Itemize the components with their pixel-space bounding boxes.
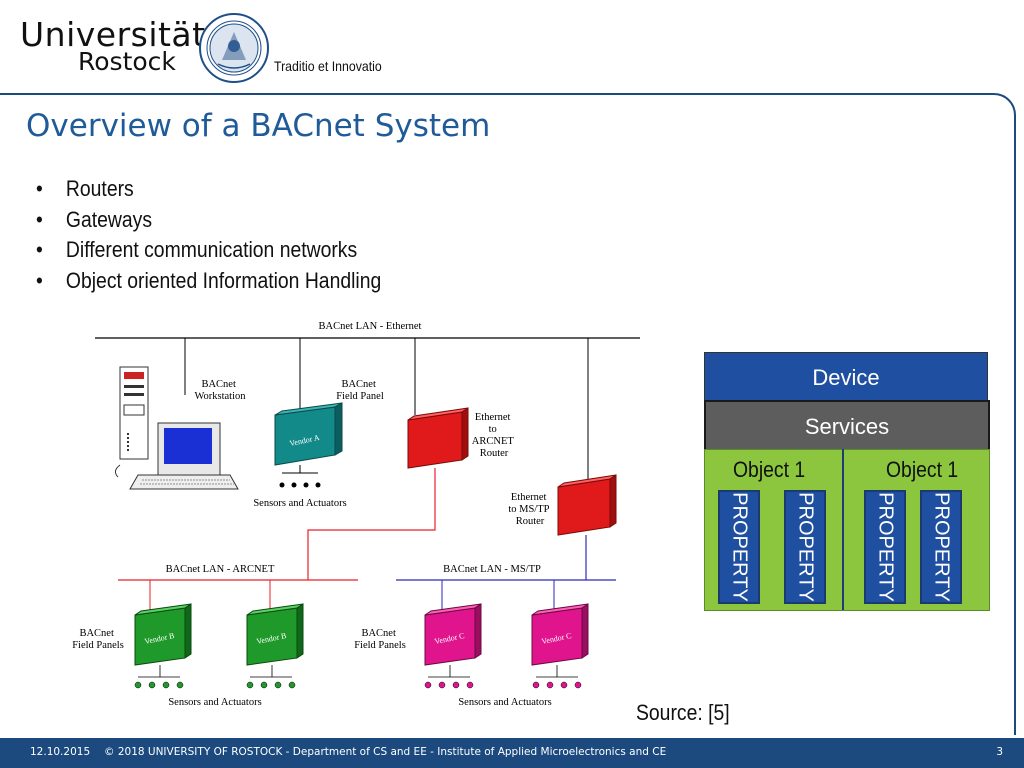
bullet-item: •Object oriented Information Handling [36, 267, 382, 293]
bullet-item: •Different communication networks [36, 237, 358, 262]
field-panels-right-label: BACnet Field Panels [354, 628, 406, 651]
vendor-c-panel-icon: Vendor C [531, 603, 589, 666]
sensor-dots-pink [424, 681, 582, 689]
router-mstp-label: Ethernet to MS/TP Router [508, 492, 551, 527]
page-number: 3 [996, 746, 1003, 758]
sensor-dots-top [279, 482, 321, 488]
ethernet-lan-label: BACnet LAN - Ethernet [319, 321, 422, 332]
bacnet-network-diagram: BACnet LAN - Ethernet BACnet Workstation… [72, 321, 640, 708]
sensor-bus-lines [138, 665, 578, 678]
slide-header: Universität Rostock Traditio et Innovati… [0, 0, 1024, 92]
vendor-c-panel-icon: Vendor C [424, 603, 482, 666]
property-box: PROPERTY [718, 490, 760, 604]
slide-footer: 12.10.2015 © 2018 UNIVERSITY OF ROSTOCK … [0, 738, 1024, 768]
slide-title: Overview of a BACnet System [26, 108, 491, 144]
footer-copyright: © 2018 UNIVERSITY OF ROSTOCK - Departmen… [104, 746, 667, 758]
bullet-list: •Routers •Gateways •Different communicat… [36, 174, 428, 296]
sensors-bottom-left-label: Sensors and Actuators [168, 697, 261, 708]
bullet-item: •Gateways [36, 206, 153, 232]
objects-divider [842, 449, 844, 610]
source-citation: Source: [5] [636, 700, 730, 725]
sensor-dots-green [134, 681, 296, 689]
workstation-icon [114, 366, 239, 490]
vendor-b-panel-icon: Vendor B [246, 603, 304, 666]
university-name: Universität [20, 15, 206, 54]
bullet-item: •Routers [36, 176, 134, 201]
property-box: PROPERTY [920, 490, 962, 604]
device-box: Device [704, 352, 988, 402]
mstp-lan-label: BACnet LAN - MS/TP [443, 564, 541, 575]
footer-date: 12.10.2015 [30, 746, 91, 758]
sensors-bottom-right-label: Sensors and Actuators [458, 697, 551, 708]
router-arcnet-icon [407, 407, 469, 469]
vendor-a-panel-icon: Vendor A [274, 402, 343, 466]
field-panel-top-label: BACnet Field Panel [336, 379, 384, 402]
field-panels-left-label: BACnet Field Panels [72, 628, 124, 651]
object-right-label: Object 1 [886, 457, 959, 482]
sensors-top-label: Sensors and Actuators [253, 498, 346, 509]
university-motto: Traditio et Innovatio [274, 58, 382, 74]
router-arcnet-label: Ethernet to ARCNET Router [472, 412, 516, 459]
property-box: PROPERTY [784, 490, 826, 604]
slide-frame [0, 93, 1016, 735]
workstation-label: BACnet Workstation [194, 379, 246, 402]
services-box: Services [704, 400, 990, 452]
router-mstp-icon [557, 474, 617, 536]
university-city: Rostock [78, 47, 176, 76]
property-box: PROPERTY [864, 490, 906, 604]
vendor-b-panel-icon: Vendor B [134, 603, 192, 666]
object-left-label: Object 1 [733, 457, 806, 482]
arcnet-lan-label: BACnet LAN - ARCNET [166, 564, 275, 575]
arcnet-uplink [307, 468, 436, 580]
university-seal-icon [199, 13, 269, 83]
